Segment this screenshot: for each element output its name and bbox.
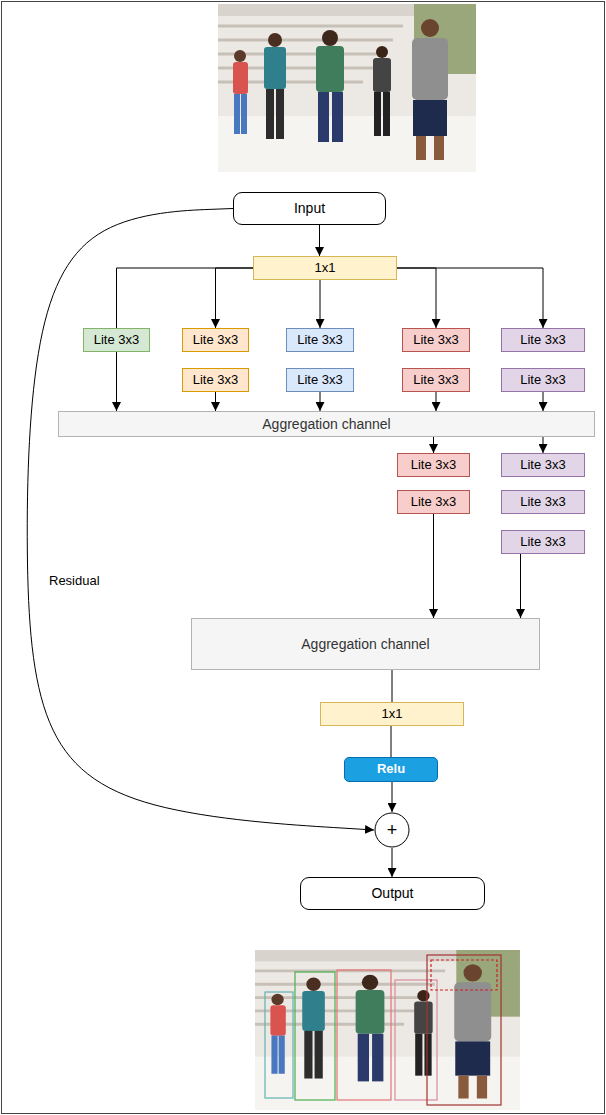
box-label: Lite 3x3 xyxy=(520,535,566,550)
box-label: 1x1 xyxy=(382,707,403,722)
add-circle: + xyxy=(374,812,410,848)
detection-box xyxy=(427,955,501,1105)
lite-conv-box: Lite 3x3 xyxy=(501,368,585,392)
box-label: Lite 3x3 xyxy=(297,333,343,348)
lite-conv-box: Lite 3x3 xyxy=(286,328,354,352)
box-label: Lite 3x3 xyxy=(193,373,239,388)
detection-box xyxy=(431,960,497,990)
conv-1x1-box: 1x1 xyxy=(253,256,397,280)
connector-arrow xyxy=(392,670,393,702)
box-label: Lite 3x3 xyxy=(520,458,566,473)
connector-arrow xyxy=(520,554,521,618)
box-label: Relu xyxy=(377,762,405,777)
lite-conv-box: Lite 3x3 xyxy=(397,453,470,477)
connector-arrow xyxy=(216,268,254,328)
conv-1x1-box: 1x1 xyxy=(320,702,464,726)
input-photo xyxy=(218,4,476,172)
lite-conv-box: Lite 3x3 xyxy=(501,328,585,352)
detection-box xyxy=(295,972,335,1100)
detection-box xyxy=(395,980,437,1100)
connector-arrow xyxy=(436,392,437,411)
box-label: Aggregation channel xyxy=(301,636,429,652)
io-box: Input xyxy=(233,192,386,225)
box-label: Lite 3x3 xyxy=(520,373,566,388)
aggregation-box: Aggregation channel xyxy=(191,618,540,670)
box-label: Lite 3x3 xyxy=(297,373,343,388)
detection-box xyxy=(265,992,293,1098)
connector-arrow xyxy=(433,514,434,618)
box-label: Lite 3x3 xyxy=(520,495,566,510)
lite-conv-box: Lite 3x3 xyxy=(83,328,150,352)
lite-conv-box: Lite 3x3 xyxy=(402,368,470,392)
box-label: Output xyxy=(371,885,413,901)
connector-arrow xyxy=(397,268,543,328)
connector-arrow xyxy=(397,268,436,328)
io-box: Output xyxy=(300,877,485,910)
lite-conv-box: Lite 3x3 xyxy=(501,453,585,477)
box-label: Input xyxy=(294,200,325,216)
box-label: Lite 3x3 xyxy=(413,373,459,388)
box-label: Lite 3x3 xyxy=(411,495,457,510)
lite-conv-box: Lite 3x3 xyxy=(501,530,585,554)
connector-arrow xyxy=(319,225,320,256)
connector-arrow xyxy=(215,392,216,411)
box-label: 1x1 xyxy=(315,261,336,276)
connector-arrow xyxy=(27,209,374,831)
connector-arrow xyxy=(116,352,117,411)
lite-conv-box: Lite 3x3 xyxy=(501,490,585,514)
lite-conv-box: Lite 3x3 xyxy=(402,328,470,352)
connector-arrow xyxy=(433,437,434,453)
activation-box: Relu xyxy=(344,757,438,782)
box-label: Lite 3x3 xyxy=(520,333,566,348)
box-label: + xyxy=(387,820,398,841)
box-label: Lite 3x3 xyxy=(94,333,140,348)
detection-boxes xyxy=(265,955,501,1105)
detection-box xyxy=(337,970,391,1100)
box-label: Lite 3x3 xyxy=(193,333,239,348)
circle-outline xyxy=(375,813,409,847)
connector-arrow xyxy=(320,280,321,328)
box-label: Aggregation channel xyxy=(262,416,390,432)
connector-arrow xyxy=(391,726,392,757)
lite-conv-box: Lite 3x3 xyxy=(182,368,249,392)
connector-arrow xyxy=(543,392,544,411)
connector-arrow xyxy=(543,437,544,453)
connector-arrow xyxy=(320,392,321,411)
connector-arrow xyxy=(117,268,254,328)
connector-arrow xyxy=(392,782,393,812)
output-photo xyxy=(255,950,520,1110)
connector-arrow xyxy=(392,848,393,877)
box-label: Lite 3x3 xyxy=(413,333,459,348)
aggregation-box: Aggregation channel xyxy=(58,411,595,437)
box-label: Lite 3x3 xyxy=(411,458,457,473)
lite-conv-box: Lite 3x3 xyxy=(286,368,354,392)
lite-conv-box: Lite 3x3 xyxy=(397,490,470,514)
lite-conv-box: Lite 3x3 xyxy=(182,328,249,352)
edge-label: Residual xyxy=(47,574,102,589)
